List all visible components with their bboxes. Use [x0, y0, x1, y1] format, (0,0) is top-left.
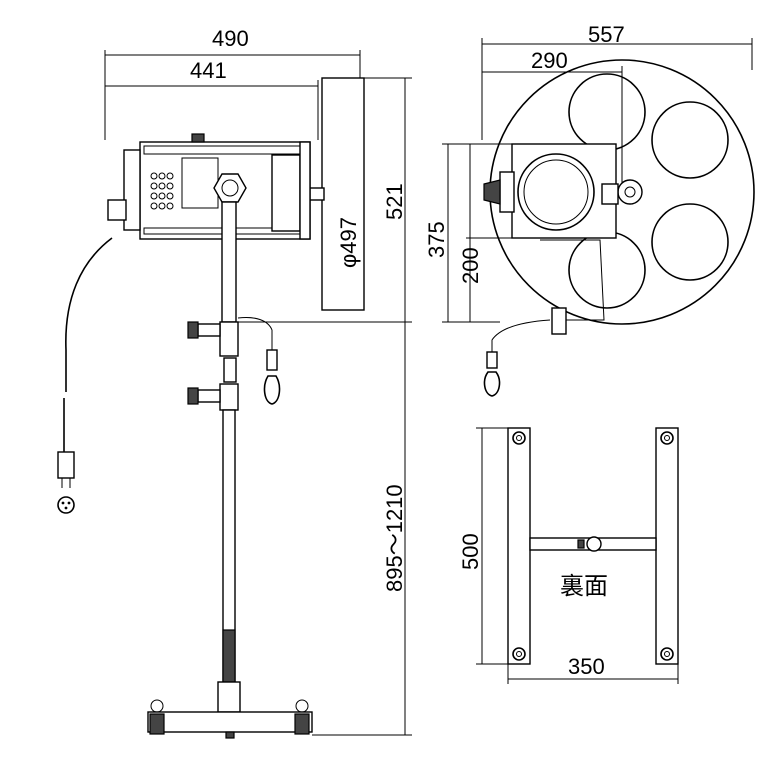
base-right-leg: [655, 427, 679, 665]
dim-overall-width-label: 490: [212, 26, 249, 51]
dim-head-height-label: 521: [382, 183, 407, 220]
vent-dots: [150, 172, 174, 210]
dim-base-width-label: 350: [568, 654, 605, 679]
upper-pole: [221, 201, 237, 323]
dim-front-inner: 200: [458, 143, 512, 322]
dim-body-length-label: 441: [190, 58, 227, 83]
front-safety-wire: [540, 239, 605, 321]
dim-disc-width: 557: [481, 22, 753, 140]
dim-disc-offset: 290: [482, 48, 623, 190]
power-plug: [57, 451, 75, 479]
base-left-leg: [507, 427, 531, 665]
base-underside-view: 裏面 500 350: [458, 427, 679, 684]
dim-body-length: 441: [105, 58, 319, 140]
front-lens: [517, 153, 595, 231]
outlet-icon: [57, 496, 75, 514]
base-underside-label: 裏面: [560, 572, 608, 600]
dim-lens-diameter-label: φ497: [336, 217, 361, 268]
dim-base-width: 350: [507, 654, 679, 684]
dim-front-height-label: 375: [424, 221, 449, 258]
side-view: 490 441 521 φ497: [57, 26, 412, 739]
dim-stand-height-label: 895～1210: [382, 484, 407, 592]
front-lamp-body: [511, 143, 617, 239]
dim-head-height: 521: [364, 77, 412, 322]
yoke-knob: [213, 173, 247, 203]
safety-wire: [237, 317, 273, 350]
side-base: [147, 711, 313, 733]
lens-plate: [321, 77, 365, 311]
dim-overall-width: 490: [104, 26, 361, 140]
dim-front-height: 375: [424, 143, 512, 323]
dim-stand-height: 895～1210: [312, 322, 412, 736]
dim-front-inner-label: 200: [458, 247, 483, 284]
dim-base-depth: 500: [458, 427, 508, 665]
power-cable: [65, 237, 113, 392]
dim-disc-width-label: 557: [588, 22, 625, 47]
front-view: 557 290 375: [424, 22, 755, 397]
dim-base-depth-label: 500: [458, 533, 483, 570]
dim-disc-offset-label: 290: [531, 48, 568, 73]
